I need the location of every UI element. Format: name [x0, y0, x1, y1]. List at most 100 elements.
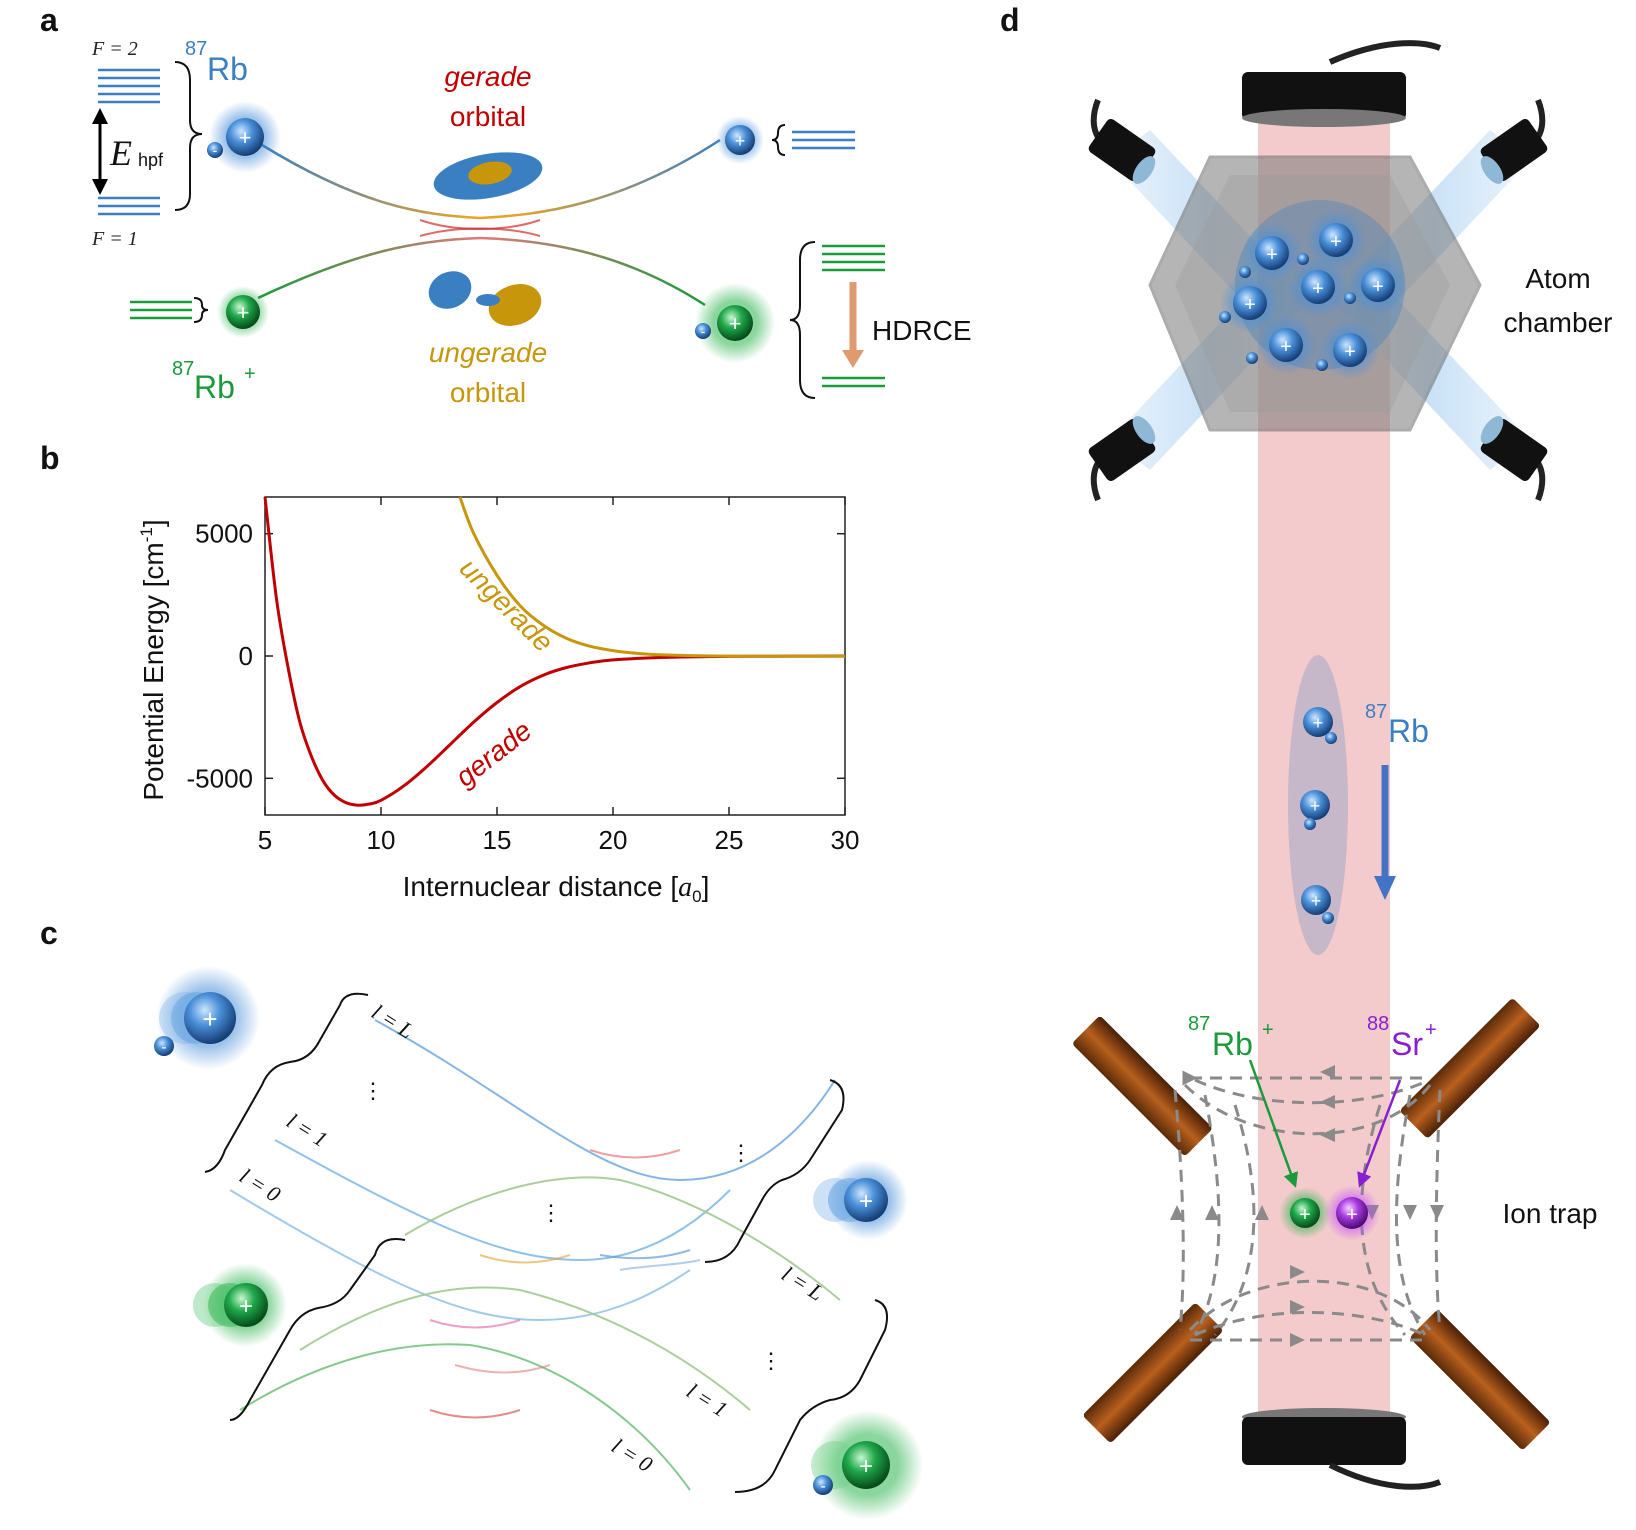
optical-dipole-beam: [1258, 110, 1390, 1415]
annotation-gerade: gerade: [450, 715, 538, 793]
label-c-top-1: l = 1: [282, 1108, 332, 1152]
svg-text:Potential Energy [cm-1]: Potential Energy [cm-1]: [137, 519, 169, 800]
rbion-charge: +: [1262, 1019, 1274, 1041]
x-tick-label: 20: [599, 825, 628, 855]
svg-text:+: +: [1280, 336, 1292, 358]
electrode-top-right: [1400, 999, 1540, 1138]
svg-text:⋮: ⋮: [730, 1140, 752, 1165]
orbital-label-1: orbital: [450, 101, 526, 132]
x-tick-label: 5: [258, 825, 272, 855]
ungerade-curve-lower: [257, 236, 706, 307]
rb-falling-mass: 87: [1365, 701, 1387, 723]
orbital-label-2: orbital: [450, 377, 526, 408]
minus-sign: -: [213, 142, 218, 158]
ungerade-label: ungerade: [429, 337, 547, 368]
svg-text:+: +: [1372, 276, 1384, 298]
svg-text:+: +: [1312, 278, 1324, 300]
y-tick-label: 5000: [195, 519, 253, 549]
brace-left: [174, 61, 203, 211]
hdrce-label: HDRCE: [872, 315, 972, 346]
atom-cloud: + + + + + + +: [1219, 200, 1408, 380]
svg-text:+: +: [735, 131, 746, 151]
x-axis-label: Internuclear distance [a0]: [403, 871, 710, 906]
label-c-top-0: l = 0: [235, 1163, 285, 1207]
atom-rb-right: [725, 125, 755, 155]
ion-mass-label: 87: [172, 358, 194, 380]
svg-text:-: -: [820, 1478, 825, 1495]
label-c-top-dots: ⋮: [362, 1078, 384, 1103]
svg-text:+: +: [859, 1188, 873, 1215]
rbion-mass: 87: [1188, 1013, 1210, 1035]
mot-optic-top-left: [1088, 98, 1156, 184]
svg-text:+: +: [1266, 244, 1278, 266]
panel-label-b: b: [40, 440, 60, 476]
right-rb-levels: [792, 130, 855, 150]
svg-text:+: +: [1313, 713, 1324, 733]
label-c-bottom-L: l = L: [777, 1261, 828, 1306]
gerade-label: gerade: [444, 61, 531, 92]
svg-text:+: +: [1344, 341, 1356, 363]
ehpf-arrow-head-bottom: [92, 179, 108, 195]
ion-symbol-label: Rb: [194, 369, 235, 405]
hdrce-upper-levels: [822, 244, 885, 272]
ion-rb-c-bottom: [842, 1441, 890, 1489]
svg-text:+: +: [729, 311, 742, 336]
ion-trap-label: Ion trap: [1503, 1198, 1598, 1229]
chart-series: [263, 496, 846, 807]
hdrce-lower-levels: [822, 376, 885, 388]
top-coil: [1242, 72, 1406, 120]
label-c-top-L: l = L: [367, 999, 418, 1044]
svg-text:+: +: [1310, 796, 1321, 816]
ion-sr-trapped: [1336, 1197, 1368, 1229]
f2-label: F = 2: [91, 38, 138, 60]
svg-text:-: -: [161, 1039, 166, 1056]
svg-text:+: +: [1346, 1204, 1358, 1226]
atom-rb-left: [226, 118, 264, 156]
electrode-bottom-right: [1410, 1310, 1550, 1450]
y-tick-label: 0: [239, 641, 253, 671]
label-c-bottom-1: l = 1: [682, 1378, 732, 1422]
annotation-ungerade: ungerade: [454, 552, 560, 658]
ion-charge-label: +: [244, 363, 256, 385]
mot-optic-bottom-left: [1088, 416, 1156, 502]
series-line-ungerade: [458, 496, 846, 658]
label-c-bottom-0: l = 0: [607, 1433, 657, 1477]
atom-rb-c-top: [184, 992, 236, 1044]
svg-text:+: +: [1244, 294, 1256, 316]
f1-levels: [98, 196, 160, 216]
atom-chamber-label-1: Atom: [1525, 263, 1590, 294]
f1-label: F = 1: [91, 228, 138, 250]
field-lines: [1173, 1070, 1442, 1342]
rb-falling-symbol: Rb: [1388, 713, 1429, 749]
svg-text:+: +: [239, 1293, 253, 1320]
ungerade-orbital-shape: [428, 271, 472, 309]
left-ion-levels: [130, 300, 192, 320]
field-arrowheads: [1170, 1065, 1444, 1347]
electrode-top-left: [1073, 1016, 1212, 1156]
panel-a: F = 2 F = 1 E hpf 87 Rb + - gerade orbit…: [91, 38, 972, 408]
y-axis-label: Potential Energy [cm-1]: [137, 519, 169, 800]
rb-mass-label: 87: [185, 38, 207, 60]
svg-text:-: -: [701, 323, 706, 339]
mot-optic-top-right: [1480, 98, 1548, 184]
y-tick-label: -5000: [187, 763, 254, 793]
x-tick-label: 15: [483, 825, 512, 855]
atom-rb-c-right: [844, 1178, 888, 1222]
sr-symbol: Sr: [1391, 1026, 1423, 1062]
sr-mass: 88: [1367, 1013, 1389, 1035]
rb-symbol-label: Rb: [207, 51, 248, 87]
svg-text:+: +: [1299, 1204, 1311, 1226]
gerade-curve-upper: [261, 138, 721, 220]
panel-c: + - l = L ⋮ l = 1 l = 0 ⋮ ⋮ +: [154, 966, 923, 1520]
rbion-pointer: [1248, 1059, 1298, 1188]
label-c-bottom-dots: ⋮: [760, 1348, 782, 1373]
plus-sign: +: [239, 125, 252, 150]
ehpf-arrow-head-top: [92, 108, 108, 124]
sr-pointer: [1357, 1079, 1402, 1188]
rbion-symbol: Rb: [1212, 1026, 1253, 1062]
svg-text:+: +: [202, 1004, 217, 1034]
mot-optic-bottom-right: [1480, 416, 1548, 502]
